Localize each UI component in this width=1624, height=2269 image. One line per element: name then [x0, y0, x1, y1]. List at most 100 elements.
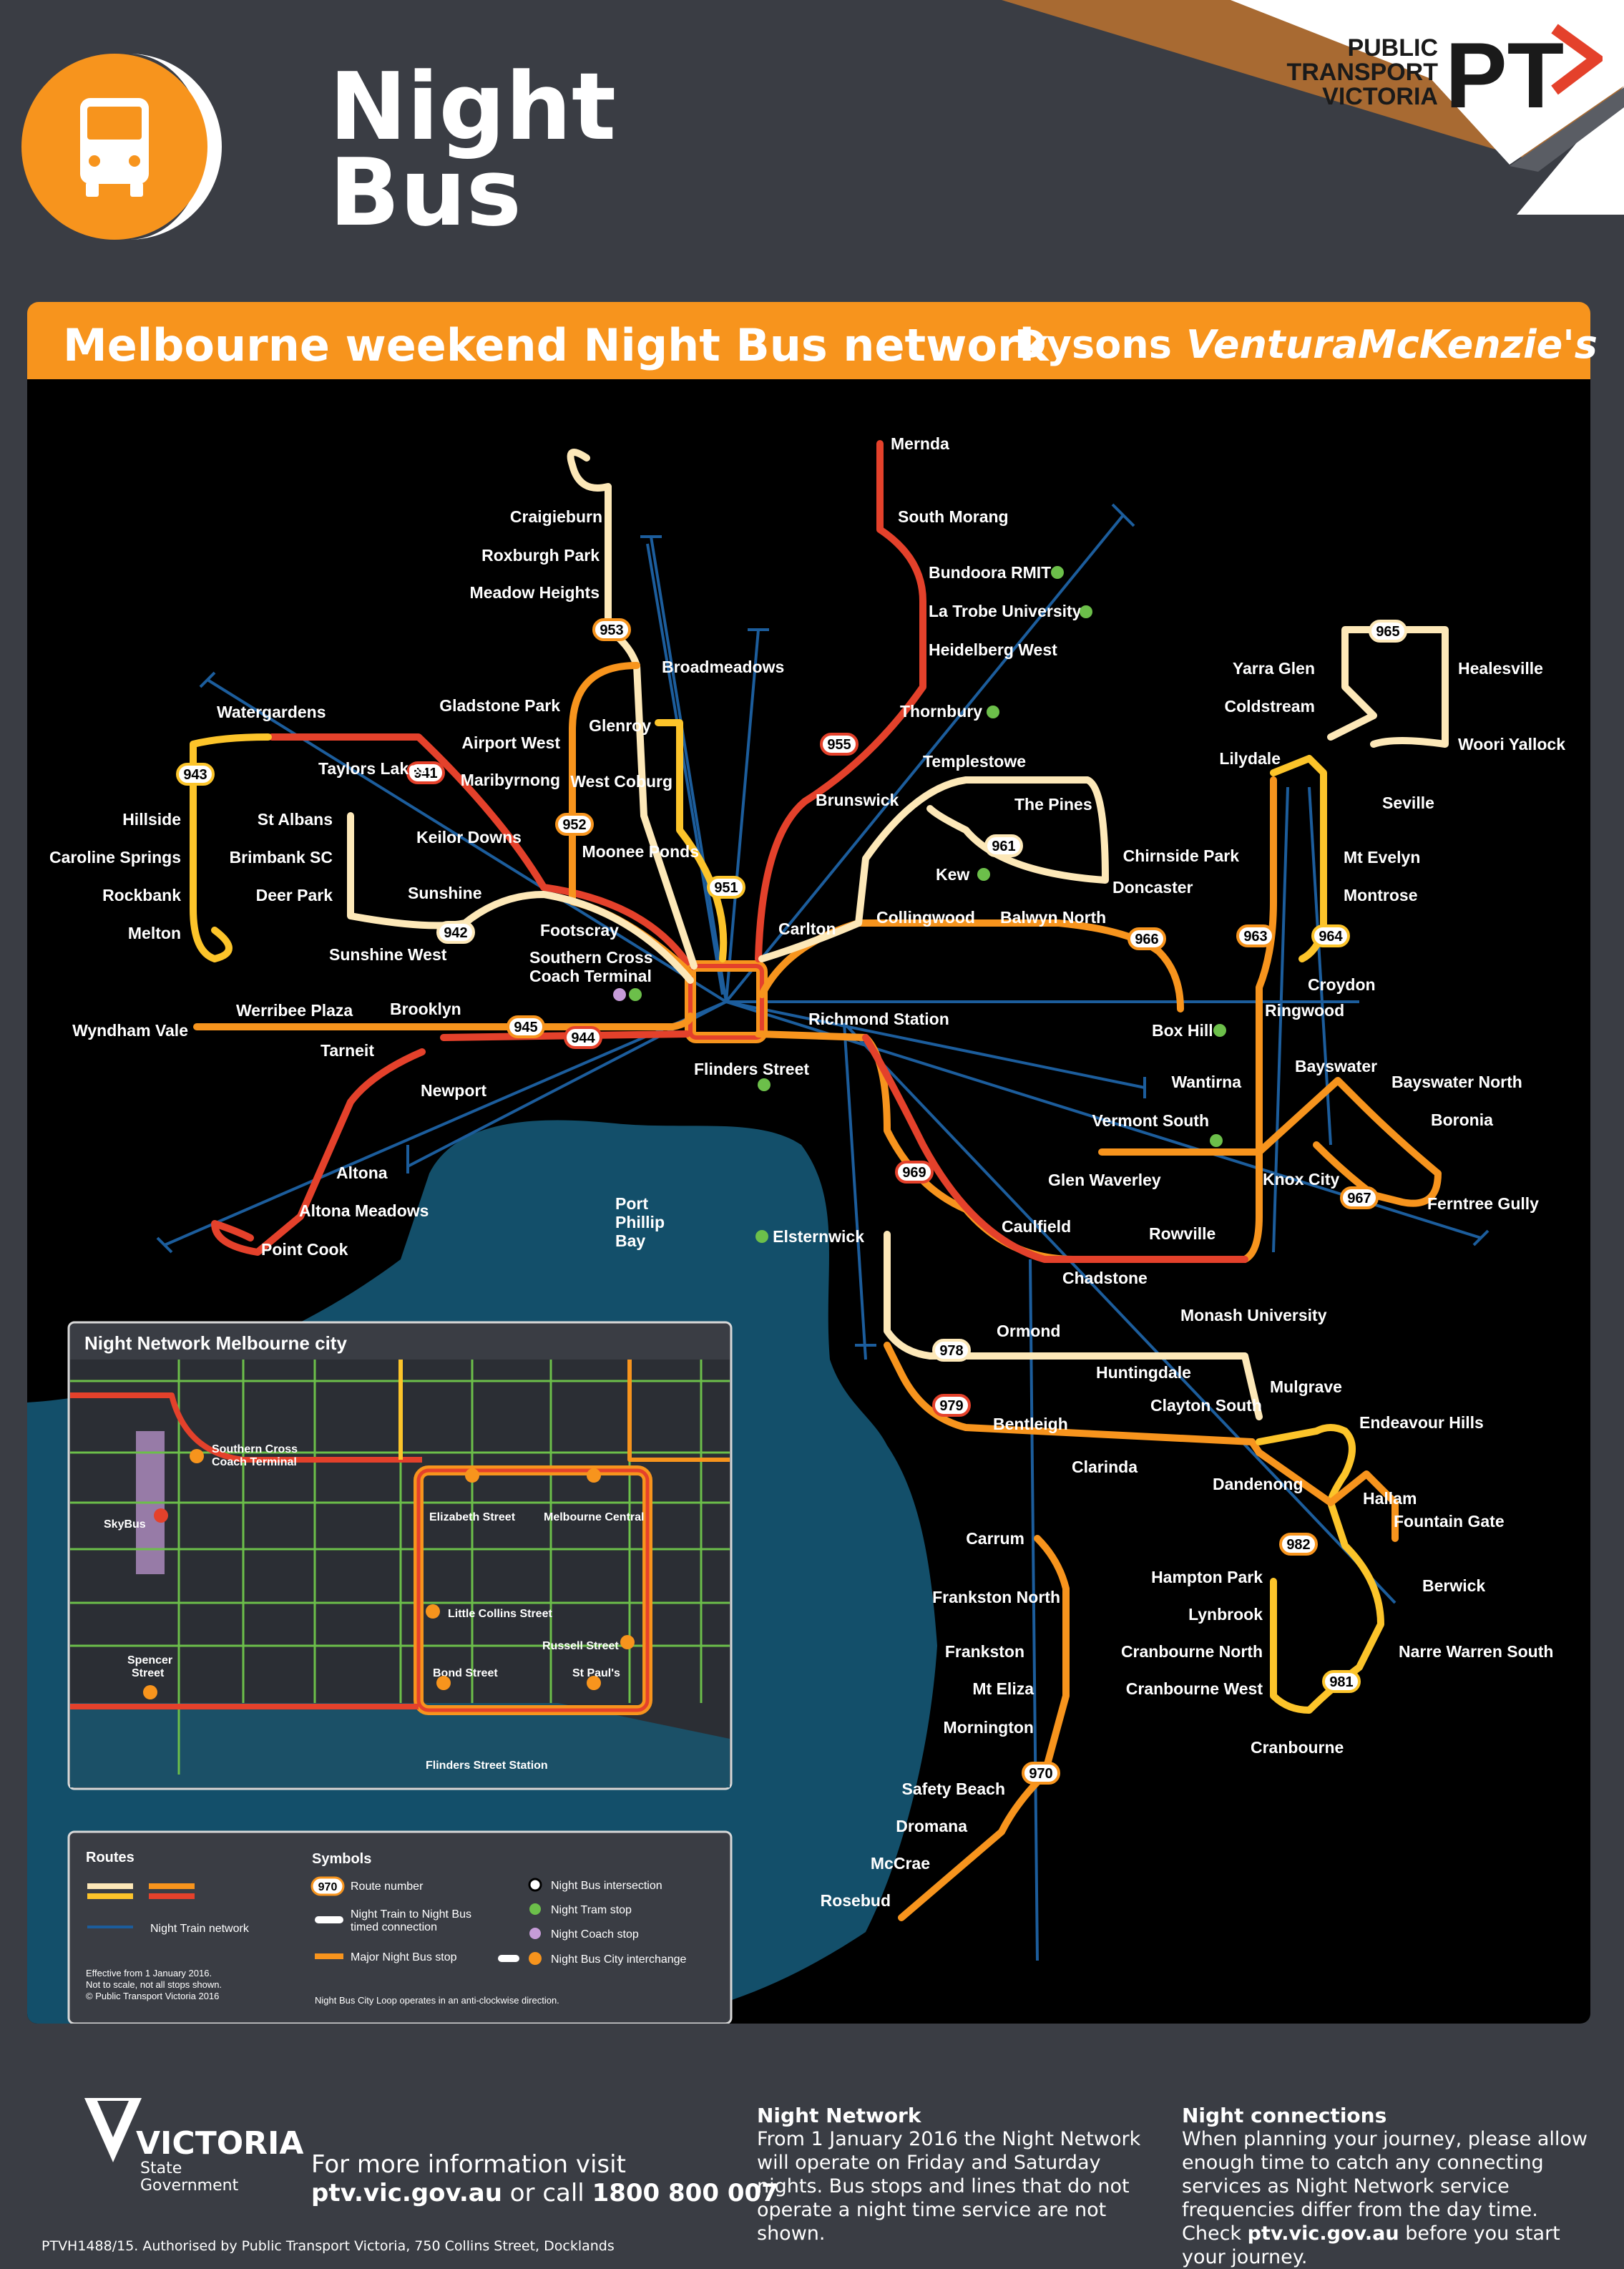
info-phone[interactable]: 1800 800 007 — [592, 2179, 778, 2207]
night-network-block: Night Network From 1 January 2016 the Ni… — [757, 2104, 1165, 2245]
station-cranbourne-north: Cranbourne North — [1121, 1642, 1263, 1661]
tram-stop-dots — [629, 566, 1226, 1243]
station-yarra-glen: Yarra Glen — [1233, 659, 1315, 678]
svg-text:timed connection: timed connection — [351, 1921, 437, 1933]
station-knox-city: Knox City — [1263, 1170, 1340, 1189]
night-train-lines — [156, 503, 1490, 1961]
route-badge-955: 955 — [820, 733, 859, 756]
info-url-link[interactable]: ptv.vic.gov.au — [311, 2179, 502, 2207]
station-seville: Seville — [1382, 794, 1434, 812]
route-badge-961: 961 — [984, 834, 1023, 857]
station-chirnside-park: Chirnside Park — [1123, 846, 1240, 865]
station-coach-terminal: Coach Terminal — [529, 967, 652, 985]
legend-timed-connection: Night Train to Night Bus — [351, 1908, 471, 1921]
route-badge-942: 942 — [436, 921, 475, 944]
station-templestowe: Templestowe — [923, 752, 1026, 771]
svg-text:955: 955 — [827, 737, 851, 753]
station-mornington: Mornington — [944, 1718, 1034, 1737]
svg-text:982: 982 — [1286, 1537, 1310, 1553]
network-map-svg: 953 941 943 952 942 945 944 951 955 961 … — [27, 434, 1565, 2024]
legend-routes-heading: Routes — [86, 1850, 134, 1865]
svg-text:943: 943 — [183, 767, 207, 783]
station-roxburgh-park: Roxburgh Park — [481, 546, 600, 565]
info-contact: ptv.vic.gov.au or call 1800 800 007 — [311, 2179, 778, 2207]
station-glenroy: Glenroy — [589, 716, 651, 735]
route-badge-953: 953 — [592, 618, 631, 641]
legend-effective-1: Effective from 1 January 2016. — [86, 1968, 212, 1978]
station-ringwood: Ringwood — [1265, 1001, 1344, 1020]
station-croydon: Croydon — [1308, 975, 1376, 994]
station-frankston-north: Frankston North — [932, 1588, 1060, 1606]
route-badge-952: 952 — [555, 813, 594, 836]
station-bentleigh: Bentleigh — [993, 1415, 1068, 1433]
station-broadmeadows: Broadmeadows — [662, 658, 784, 676]
station-meadow-heights: Meadow Heights — [470, 583, 600, 602]
inset-elizabeth-street: Elizabeth Street — [429, 1511, 516, 1523]
legend-intersection: Night Bus intersection — [551, 1880, 662, 1892]
station-cranbourne-west: Cranbourne West — [1126, 1679, 1263, 1698]
legend-major-stop: Major Night Bus stop — [351, 1951, 457, 1963]
station-footscray: Footscray — [540, 921, 619, 940]
inset-flinders-street-station: Flinders Street Station — [426, 1760, 548, 1772]
svg-text:Phillip: Phillip — [615, 1213, 665, 1231]
nc-url-link[interactable]: ptv.vic.gov.au — [1247, 2222, 1399, 2245]
station-lynbrook: Lynbrook — [1188, 1605, 1263, 1624]
inset-title: Night Network Melbourne city — [84, 1332, 347, 1354]
station-bundoora-rmit: Bundoora RMIT — [929, 563, 1051, 582]
station-st-albans: St Albans — [258, 810, 333, 829]
station-southern-cross: Southern Cross — [529, 948, 653, 967]
ptv-line3: VICTORIA — [1322, 83, 1438, 110]
station-narre-warren-south: Narre Warren South — [1399, 1642, 1553, 1661]
route-badges: 953 941 943 952 942 945 944 951 955 961 … — [176, 618, 1407, 1785]
night-connections-block: Night connections When planning your jou… — [1182, 2104, 1597, 2269]
route-badge-981: 981 — [1322, 1670, 1361, 1693]
station-melton: Melton — [128, 924, 181, 942]
station-brunswick: Brunswick — [816, 791, 899, 809]
victoria-government: Government — [140, 2177, 239, 2195]
station-labels: Mernda South Morang Bundoora RMIT La Tro… — [49, 434, 1565, 1910]
svg-text:Coach Terminal: Coach Terminal — [212, 1456, 297, 1468]
legend-route-number: 970 — [310, 1876, 345, 1896]
station-doncaster: Doncaster — [1112, 878, 1193, 897]
station-craigieburn: Craigieburn — [510, 507, 602, 526]
station-caulfield: Caulfield — [1002, 1217, 1071, 1236]
route-badge-943: 943 — [176, 763, 215, 786]
station-vermont-south: Vermont South — [1092, 1111, 1209, 1130]
station-hillside: Hillside — [122, 810, 181, 829]
night-connections-body: When planning your journey, please allow… — [1182, 2127, 1597, 2269]
info-line: For more information visit — [311, 2150, 626, 2179]
station-the-pines: The Pines — [1014, 795, 1092, 814]
page-title-line2: Bus — [329, 138, 522, 247]
station-healesville: Healesville — [1458, 659, 1543, 678]
route-badge-978: 978 — [932, 1339, 971, 1362]
route-badge-965: 965 — [1369, 620, 1407, 643]
bus-routes — [190, 440, 1449, 1921]
station-mccrae: McCrae — [871, 1854, 930, 1873]
inset-southern-cross: Southern Cross — [212, 1443, 298, 1455]
station-heidelberg-west: Heidelberg West — [929, 640, 1057, 659]
info-or: or call — [502, 2179, 592, 2207]
svg-text:978: 978 — [939, 1343, 963, 1359]
station-caroline-springs: Caroline Springs — [49, 848, 181, 867]
station-rockbank: Rockbank — [102, 886, 181, 904]
operator-mckenzies: McKenzie's — [1358, 322, 1598, 367]
svg-text:Street: Street — [132, 1667, 165, 1679]
map-legend: Routes Symbols Night Train network 970 R… — [67, 1830, 733, 2024]
station-deer-park: Deer Park — [256, 886, 333, 904]
route-badge-944: 944 — [564, 1026, 602, 1049]
svg-text:979: 979 — [939, 1398, 963, 1414]
svg-text:945: 945 — [514, 1020, 537, 1035]
route-badge-963: 963 — [1236, 924, 1275, 947]
legend-city-interchange: Night Bus City interchange — [551, 1953, 687, 1966]
inset-skybus: SkyBus — [104, 1518, 146, 1531]
station-hallam: Hallam — [1363, 1489, 1417, 1508]
station-wyndham-vale: Wyndham Vale — [72, 1021, 188, 1040]
route-badge-970: 970 — [1022, 1762, 1060, 1785]
station-dromana: Dromana — [896, 1817, 967, 1835]
route-badge-979: 979 — [932, 1394, 971, 1417]
route-badge-964: 964 — [1311, 924, 1350, 947]
svg-text:942: 942 — [444, 925, 467, 941]
station-mt-evelyn: Mt Evelyn — [1344, 848, 1420, 867]
station-balwyn-north: Balwyn North — [1000, 908, 1106, 927]
station-richmond-station: Richmond Station — [808, 1010, 949, 1028]
